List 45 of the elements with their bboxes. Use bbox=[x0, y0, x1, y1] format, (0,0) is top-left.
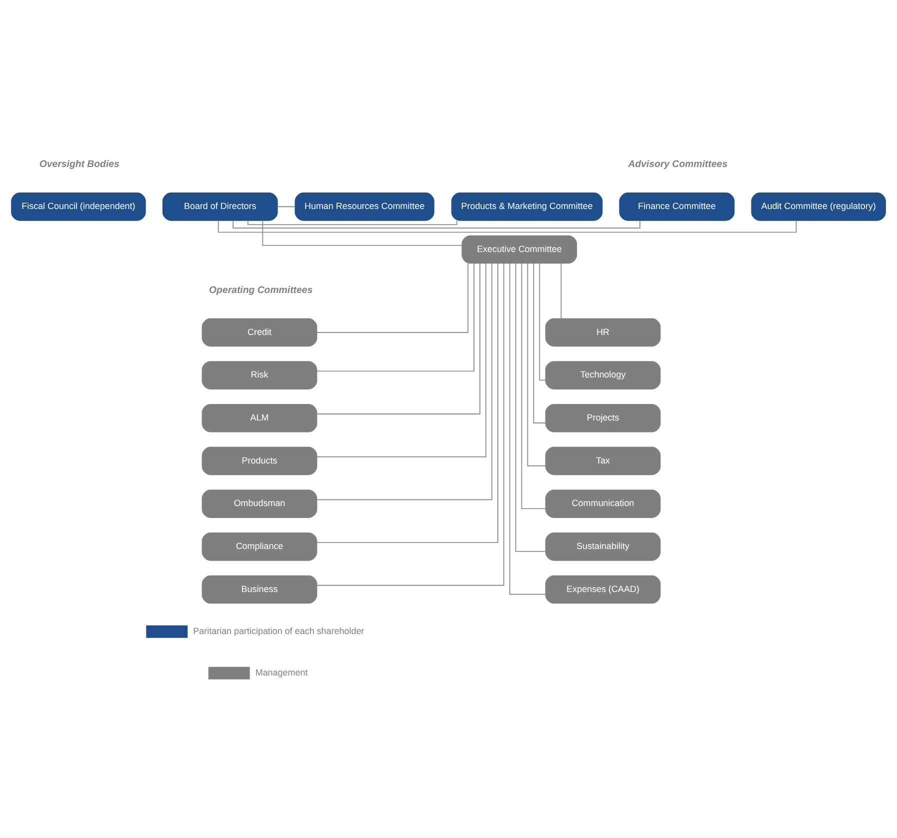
connector bbox=[316, 262, 480, 414]
node-box: Expenses (CAAD) bbox=[545, 574, 661, 604]
connector bbox=[509, 262, 546, 594]
node-box: Audit Committee (regulatory) bbox=[751, 192, 886, 220]
node-box: Communication bbox=[545, 489, 661, 518]
node-box: Board of Directors bbox=[162, 192, 278, 220]
connector bbox=[316, 262, 486, 457]
node-box: Projects bbox=[545, 403, 661, 432]
connector bbox=[533, 262, 546, 423]
node-box: Tax bbox=[545, 446, 661, 475]
legend-label: Management bbox=[255, 666, 308, 677]
node-box: Fiscal Council (independent) bbox=[11, 192, 146, 220]
connector bbox=[218, 220, 797, 232]
connector bbox=[232, 220, 640, 228]
node-box: ALM bbox=[202, 403, 318, 432]
label: Advisory Committees bbox=[628, 158, 728, 170]
connector bbox=[316, 262, 474, 372]
node-box: HR bbox=[545, 318, 661, 346]
node-box: Finance Committee bbox=[619, 192, 735, 220]
connector bbox=[521, 262, 546, 509]
node-box: Risk bbox=[202, 360, 318, 389]
label: Oversight Bodies bbox=[39, 158, 120, 170]
node-box: Sustainability bbox=[545, 532, 661, 560]
connector bbox=[515, 262, 546, 552]
connector bbox=[316, 262, 504, 586]
connector bbox=[262, 220, 462, 246]
node-box: Human Resources Committee bbox=[294, 192, 434, 220]
connector bbox=[527, 262, 546, 466]
node-box: Ombudsman bbox=[202, 489, 318, 518]
connector bbox=[316, 262, 468, 332]
label: Operating Committees bbox=[209, 284, 313, 296]
connector bbox=[247, 220, 458, 225]
connector bbox=[539, 262, 546, 380]
node-box: Executive Committee bbox=[462, 234, 578, 264]
connector bbox=[277, 206, 296, 207]
node-box: Technology bbox=[545, 360, 661, 389]
connector bbox=[316, 262, 492, 500]
node-box: Products & Marketing Committee bbox=[451, 192, 603, 220]
node-box: Business bbox=[202, 574, 318, 604]
connector bbox=[316, 262, 498, 542]
legend-label: Paritarian participation of each shareholder bbox=[193, 625, 364, 636]
node-box: Products bbox=[202, 446, 318, 475]
node-box: Credit bbox=[202, 318, 318, 346]
node-box: Compliance bbox=[202, 532, 318, 560]
connector bbox=[560, 262, 562, 318]
